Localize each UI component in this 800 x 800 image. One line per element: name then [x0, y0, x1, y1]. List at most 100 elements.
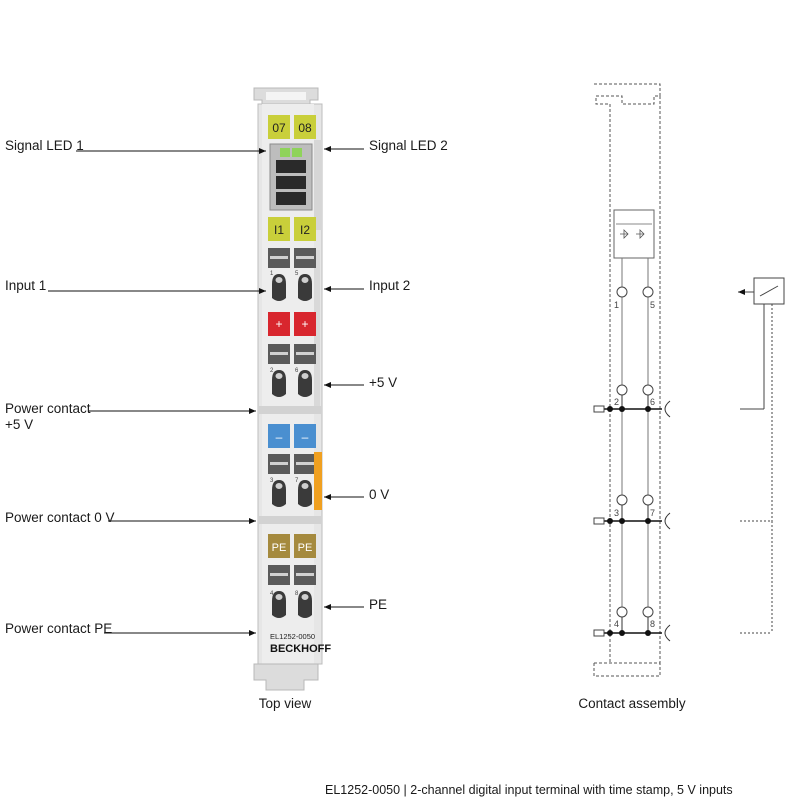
junction-dot	[607, 406, 613, 412]
sch-pin-3: 3	[614, 508, 619, 518]
minus-tag-right: –	[302, 430, 309, 444]
schematic-contacts	[593, 286, 671, 642]
plus-tag-right: +	[301, 317, 308, 331]
opening-highlight	[301, 594, 309, 600]
wire-entry-opening[interactable]	[272, 480, 286, 507]
sch-pin-4: 4	[614, 619, 619, 629]
housing-pin-6: 6	[295, 368, 299, 374]
power-contact-bar	[314, 452, 322, 510]
terminal-points	[268, 248, 316, 618]
label-0v: 0 V	[369, 487, 390, 502]
diode-icon	[620, 229, 645, 239]
release-slot-lip	[296, 256, 314, 259]
led-window	[269, 143, 313, 211]
label-power-contact-5v-value: +5 V	[5, 417, 34, 432]
schematic-contact	[616, 384, 628, 396]
label-input-2: Input 2	[369, 278, 411, 293]
label-pe: PE	[369, 597, 388, 612]
label-power-contact-0v: Power contact 0 V	[5, 510, 115, 525]
release-slot-lip	[270, 352, 288, 355]
opening-highlight	[275, 373, 283, 379]
right-contact-spring	[664, 624, 671, 642]
led-tag-07: 07	[272, 121, 286, 135]
housing-pin-5: 5	[295, 271, 299, 277]
pe-tag-left: PE	[272, 542, 287, 554]
led-tags	[268, 115, 316, 139]
input-tag-i1: I1	[274, 223, 284, 237]
sch-pin-7: 7	[650, 508, 655, 518]
schematic-contact	[642, 606, 654, 618]
input-tag-i2: I2	[300, 223, 310, 237]
housing-pin-2: 2	[270, 368, 274, 374]
sch-pin-8: 8	[650, 619, 655, 629]
minus-tag-left: –	[276, 430, 283, 444]
release-slot-lip	[270, 256, 288, 259]
brand-label: BECKHOFF	[270, 643, 331, 655]
junction-dot	[619, 630, 625, 636]
sch-pin-2: 2	[614, 397, 619, 407]
release-slot-lip	[270, 573, 288, 576]
opening-highlight	[301, 277, 309, 283]
label-power-contact-pe: Power contact PE	[5, 621, 113, 636]
model-label: EL1252-0050	[270, 632, 315, 641]
housing-pin-1: 1	[270, 271, 274, 277]
housing-pin-3: 3	[270, 478, 274, 484]
right-contact-spring	[664, 400, 671, 418]
wire-entry-opening[interactable]	[272, 591, 286, 618]
caption-footer: EL1252-0050 | 2-channel digital input te…	[325, 783, 733, 797]
contact-assembly	[593, 83, 661, 677]
wire-entry-opening[interactable]	[298, 274, 312, 301]
schematic-contact	[616, 494, 628, 506]
junction-dot	[645, 518, 651, 524]
housing-pin-8: 8	[295, 591, 299, 597]
schematic-contact	[642, 286, 654, 298]
opening-highlight	[301, 373, 309, 379]
left-contact-pin	[593, 629, 605, 637]
signal-led-2	[292, 148, 302, 157]
release-slot-lip	[296, 573, 314, 576]
wire-entry-opening[interactable]	[298, 591, 312, 618]
housing-pin-7: 7	[295, 478, 299, 484]
label-plus-5v: +5 V	[369, 375, 398, 390]
schematic-contact	[616, 606, 628, 618]
label-signal-led-1: Signal LED 1	[5, 138, 84, 153]
external-switch	[738, 277, 785, 634]
plus-tag-left: +	[275, 317, 282, 331]
junction-dot	[645, 630, 651, 636]
sch-pin-1: 1	[614, 300, 619, 310]
right-contact-spring	[664, 512, 671, 530]
release-slot-lip	[270, 462, 288, 465]
wire-entry-opening[interactable]	[272, 274, 286, 301]
signal-led-1	[280, 148, 290, 157]
release-slot-lip	[296, 352, 314, 355]
sch-pin-5: 5	[650, 300, 655, 310]
junction-dot	[619, 406, 625, 412]
housing-pin-4: 4	[270, 591, 274, 597]
junction-dot	[607, 518, 613, 524]
led-tag-08: 08	[298, 121, 312, 135]
caption-contact-assembly: Contact assembly	[578, 696, 686, 711]
schematic-contact	[616, 286, 628, 298]
junction-dot	[607, 630, 613, 636]
label-input-1: Input 1	[5, 278, 47, 293]
wire-entry-opening[interactable]	[272, 370, 286, 397]
pe-tag-right: PE	[298, 542, 313, 554]
caption-top-view: Top view	[259, 696, 312, 711]
opening-highlight	[275, 483, 283, 489]
opening-highlight	[301, 483, 309, 489]
junction-dot	[645, 406, 651, 412]
junction-dot	[619, 518, 625, 524]
wire-entry-opening[interactable]	[298, 370, 312, 397]
opening-highlight	[275, 594, 283, 600]
schematic-contact	[642, 494, 654, 506]
left-contact-pin	[593, 405, 605, 413]
leader-lines	[48, 146, 364, 636]
release-slot-lip	[296, 462, 314, 465]
left-contact-pin	[593, 517, 605, 525]
label-signal-led-2: Signal LED 2	[369, 138, 448, 153]
sch-pin-6: 6	[650, 397, 655, 407]
opening-highlight	[275, 277, 283, 283]
label-power-contact-5v: Power contact	[5, 401, 91, 416]
wire-entry-opening[interactable]	[298, 480, 312, 507]
